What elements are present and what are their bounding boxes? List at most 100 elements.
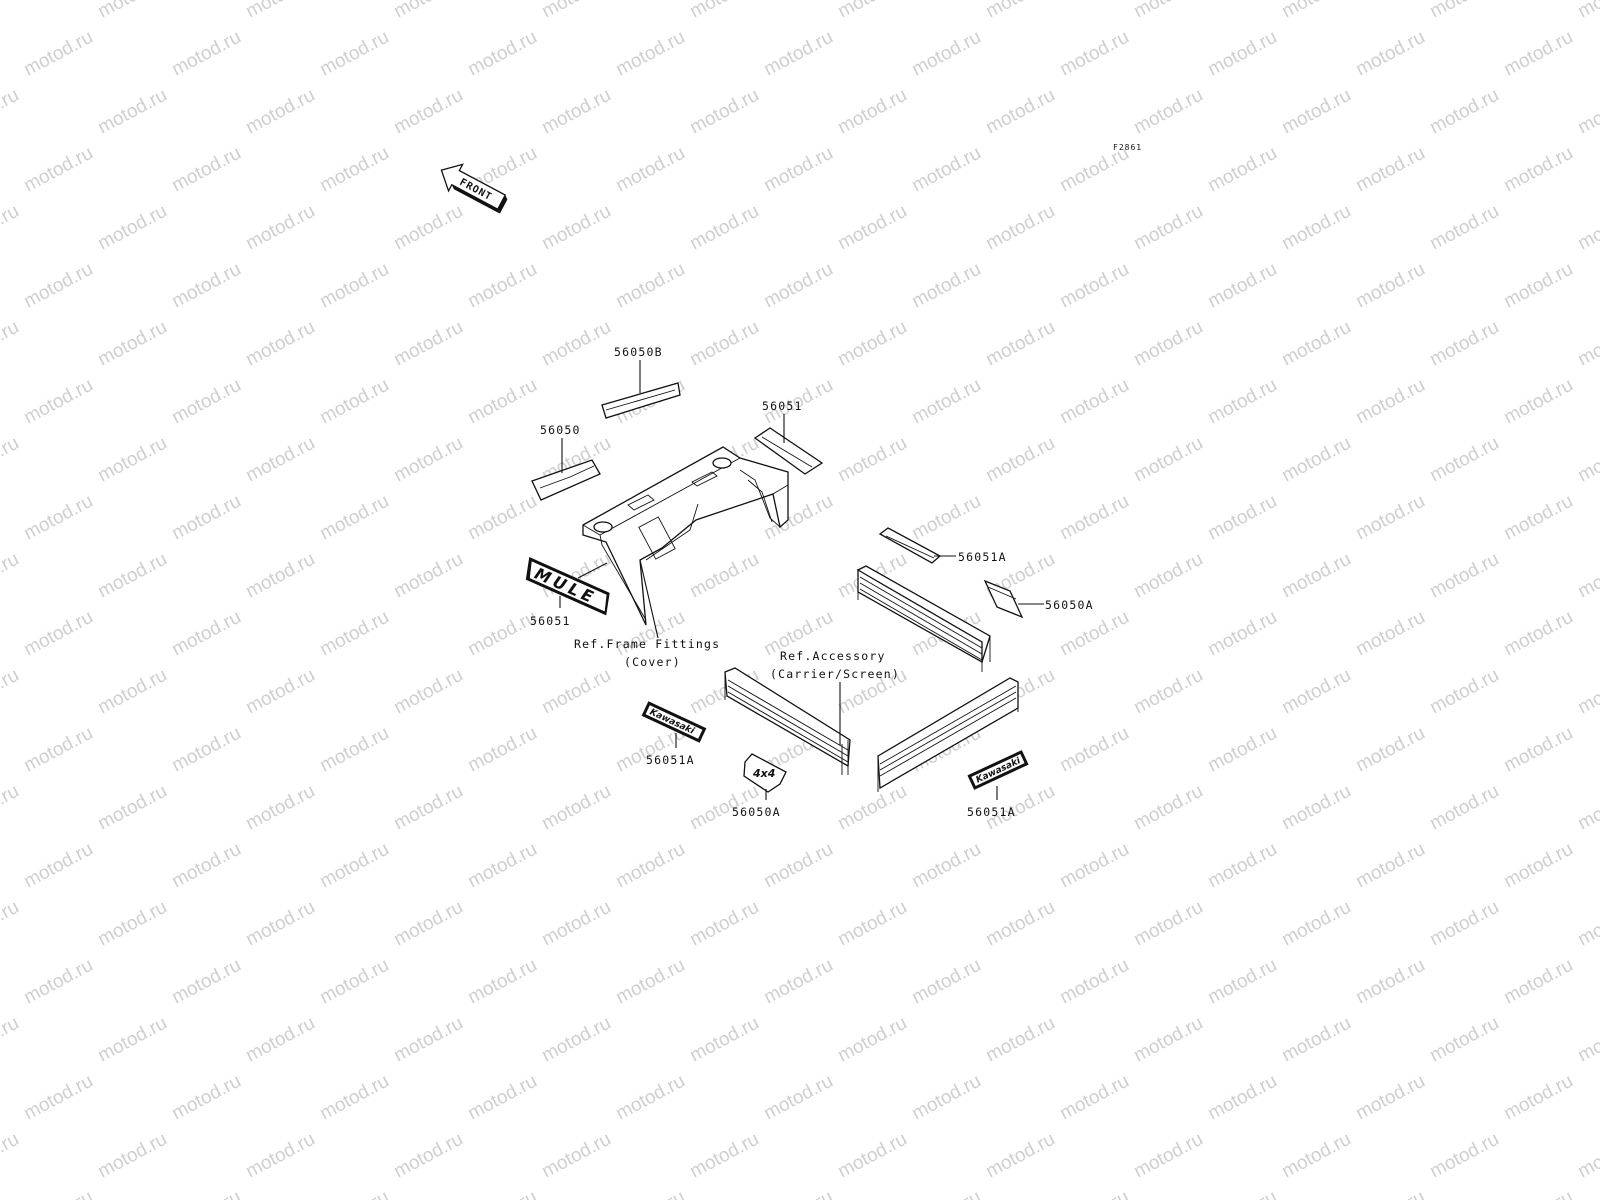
watermark-text: motod.ru [1500,491,1576,545]
watermark-text: motod.ru [20,1187,96,1200]
watermark-text: motod.ru [1574,201,1600,255]
watermark-text: motod.ru [1204,143,1280,197]
callout-56050b: 56050B [614,345,663,359]
watermark-text: motod.ru [1426,1129,1502,1183]
watermark-text: motod.ru [908,259,984,313]
watermark-text: motod.ru [538,0,614,22]
watermark-text: motod.ru [316,723,392,777]
watermark-text: motod.ru [1352,27,1428,81]
watermark-text: motod.ru [612,955,688,1009]
rear-gate-panel [856,565,991,672]
watermark-text: motod.ru [0,433,23,487]
watermark-text: motod.ru [390,665,466,719]
watermark-text: motod.ru [168,491,244,545]
watermark-text: motod.ru [908,955,984,1009]
watermark-text: motod.ru [316,491,392,545]
watermark-text: motod.ru [1130,549,1206,603]
watermark-text: motod.ru [1056,1187,1132,1200]
watermark-text: motod.ru [316,1187,392,1200]
watermark-text: motod.ru [1278,1013,1354,1067]
watermark-text: motod.ru [1426,85,1502,139]
watermark-text: motod.ru [242,897,318,951]
watermark-text: motod.ru [1500,839,1576,893]
right-side-panel [877,677,1019,792]
watermark-text: motod.ru [686,897,762,951]
watermark-text: motod.ru [0,85,23,139]
watermark-text: motod.ru [612,1187,688,1200]
watermark-text: motod.ru [0,1013,23,1067]
watermark-text: motod.ru [1056,1071,1132,1125]
watermark-text: motod.ru [1500,1071,1576,1125]
watermark-text: motod.ru [538,85,614,139]
watermark-text: motod.ru [538,897,614,951]
watermark-text: motod.ru [908,143,984,197]
watermark-text: motod.ru [1278,665,1354,719]
watermark-text: motod.ru [1352,375,1428,429]
watermark-text: motod.ru [1204,839,1280,893]
watermark-text: motod.ru [1130,1013,1206,1067]
watermark-text: motod.ru [834,1013,910,1067]
watermark-text: motod.ru [1352,723,1428,777]
watermark-text: motod.ru [20,27,96,81]
watermark-text: motod.ru [242,201,318,255]
watermark-text: motod.ru [1574,0,1600,22]
watermark-text: motod.ru [390,1129,466,1183]
watermark-text: motod.ru [1426,317,1502,371]
watermark-text: motod.ru [242,317,318,371]
ref-frame-cover: (Cover) [624,655,681,669]
watermark-text: motod.ru [834,201,910,255]
watermark-text: motod.ru [242,85,318,139]
watermark-text: motod.ru [316,259,392,313]
watermark-text: motod.ru [242,0,318,22]
watermark-text: motod.ru [20,375,96,429]
watermark-text: motod.ru [1574,433,1600,487]
watermark-text: motod.ru [242,1013,318,1067]
watermark-text: motod.ru [1056,375,1132,429]
watermark-text: motod.ru [1500,1187,1576,1200]
watermark-text: motod.ru [1130,433,1206,487]
watermark-text: motod.ru [390,0,466,22]
watermark-text: motod.ru [94,1129,170,1183]
ref-accessory: Ref.Accessory [780,649,886,663]
watermark-text: motod.ru [1056,839,1132,893]
watermark-text: motod.ru [464,375,540,429]
watermark-text: motod.ru [1204,375,1280,429]
watermark-text: motod.ru [0,897,23,951]
watermark-text: motod.ru [0,317,23,371]
watermark-text: motod.ru [20,491,96,545]
watermark-text: motod.ru [982,897,1058,951]
watermark-text: motod.ru [1426,433,1502,487]
watermark-text: motod.ru [20,1071,96,1125]
watermark-text: motod.ru [1204,1071,1280,1125]
watermark-text: motod.ru [908,1187,984,1200]
front-arrow-icon: FRONT [440,163,508,214]
watermark-text: motod.ru [316,375,392,429]
decal-56050 [531,459,601,501]
watermark-text: motod.ru [1278,433,1354,487]
watermark-text: motod.ru [1278,549,1354,603]
watermark-text: motod.ru [834,317,910,371]
watermark-text: motod.ru [760,27,836,81]
decal-56051-top [753,427,824,475]
watermark-text: motod.ru [464,491,540,545]
watermark-text: motod.ru [760,1071,836,1125]
watermark-text: motod.ru [390,433,466,487]
watermark-text: motod.ru [908,1071,984,1125]
callout-56051-top: 56051 [762,399,803,413]
watermark-text: motod.ru [538,781,614,835]
watermark-text: motod.ru [538,317,614,371]
watermark-text: motod.ru [0,549,23,603]
watermark-text: motod.ru [464,259,540,313]
watermark-text: motod.ru [0,1129,23,1183]
watermark-text: motod.ru [1574,317,1600,371]
decal-kawasaki-right: Kawasaki [967,750,1029,790]
watermark-text: motod.ru [1278,0,1354,22]
watermark-text: motod.ru [834,1129,910,1183]
ref-frame-fittings: Ref.Frame Fittings [574,637,720,651]
watermark-text: motod.ru [1500,955,1576,1009]
watermark-text: motod.ru [20,955,96,1009]
watermark-text: motod.ru [1130,317,1206,371]
watermark-text: motod.ru [1204,259,1280,313]
watermark-text: motod.ru [0,781,23,835]
watermark-text: motod.ru [908,491,984,545]
